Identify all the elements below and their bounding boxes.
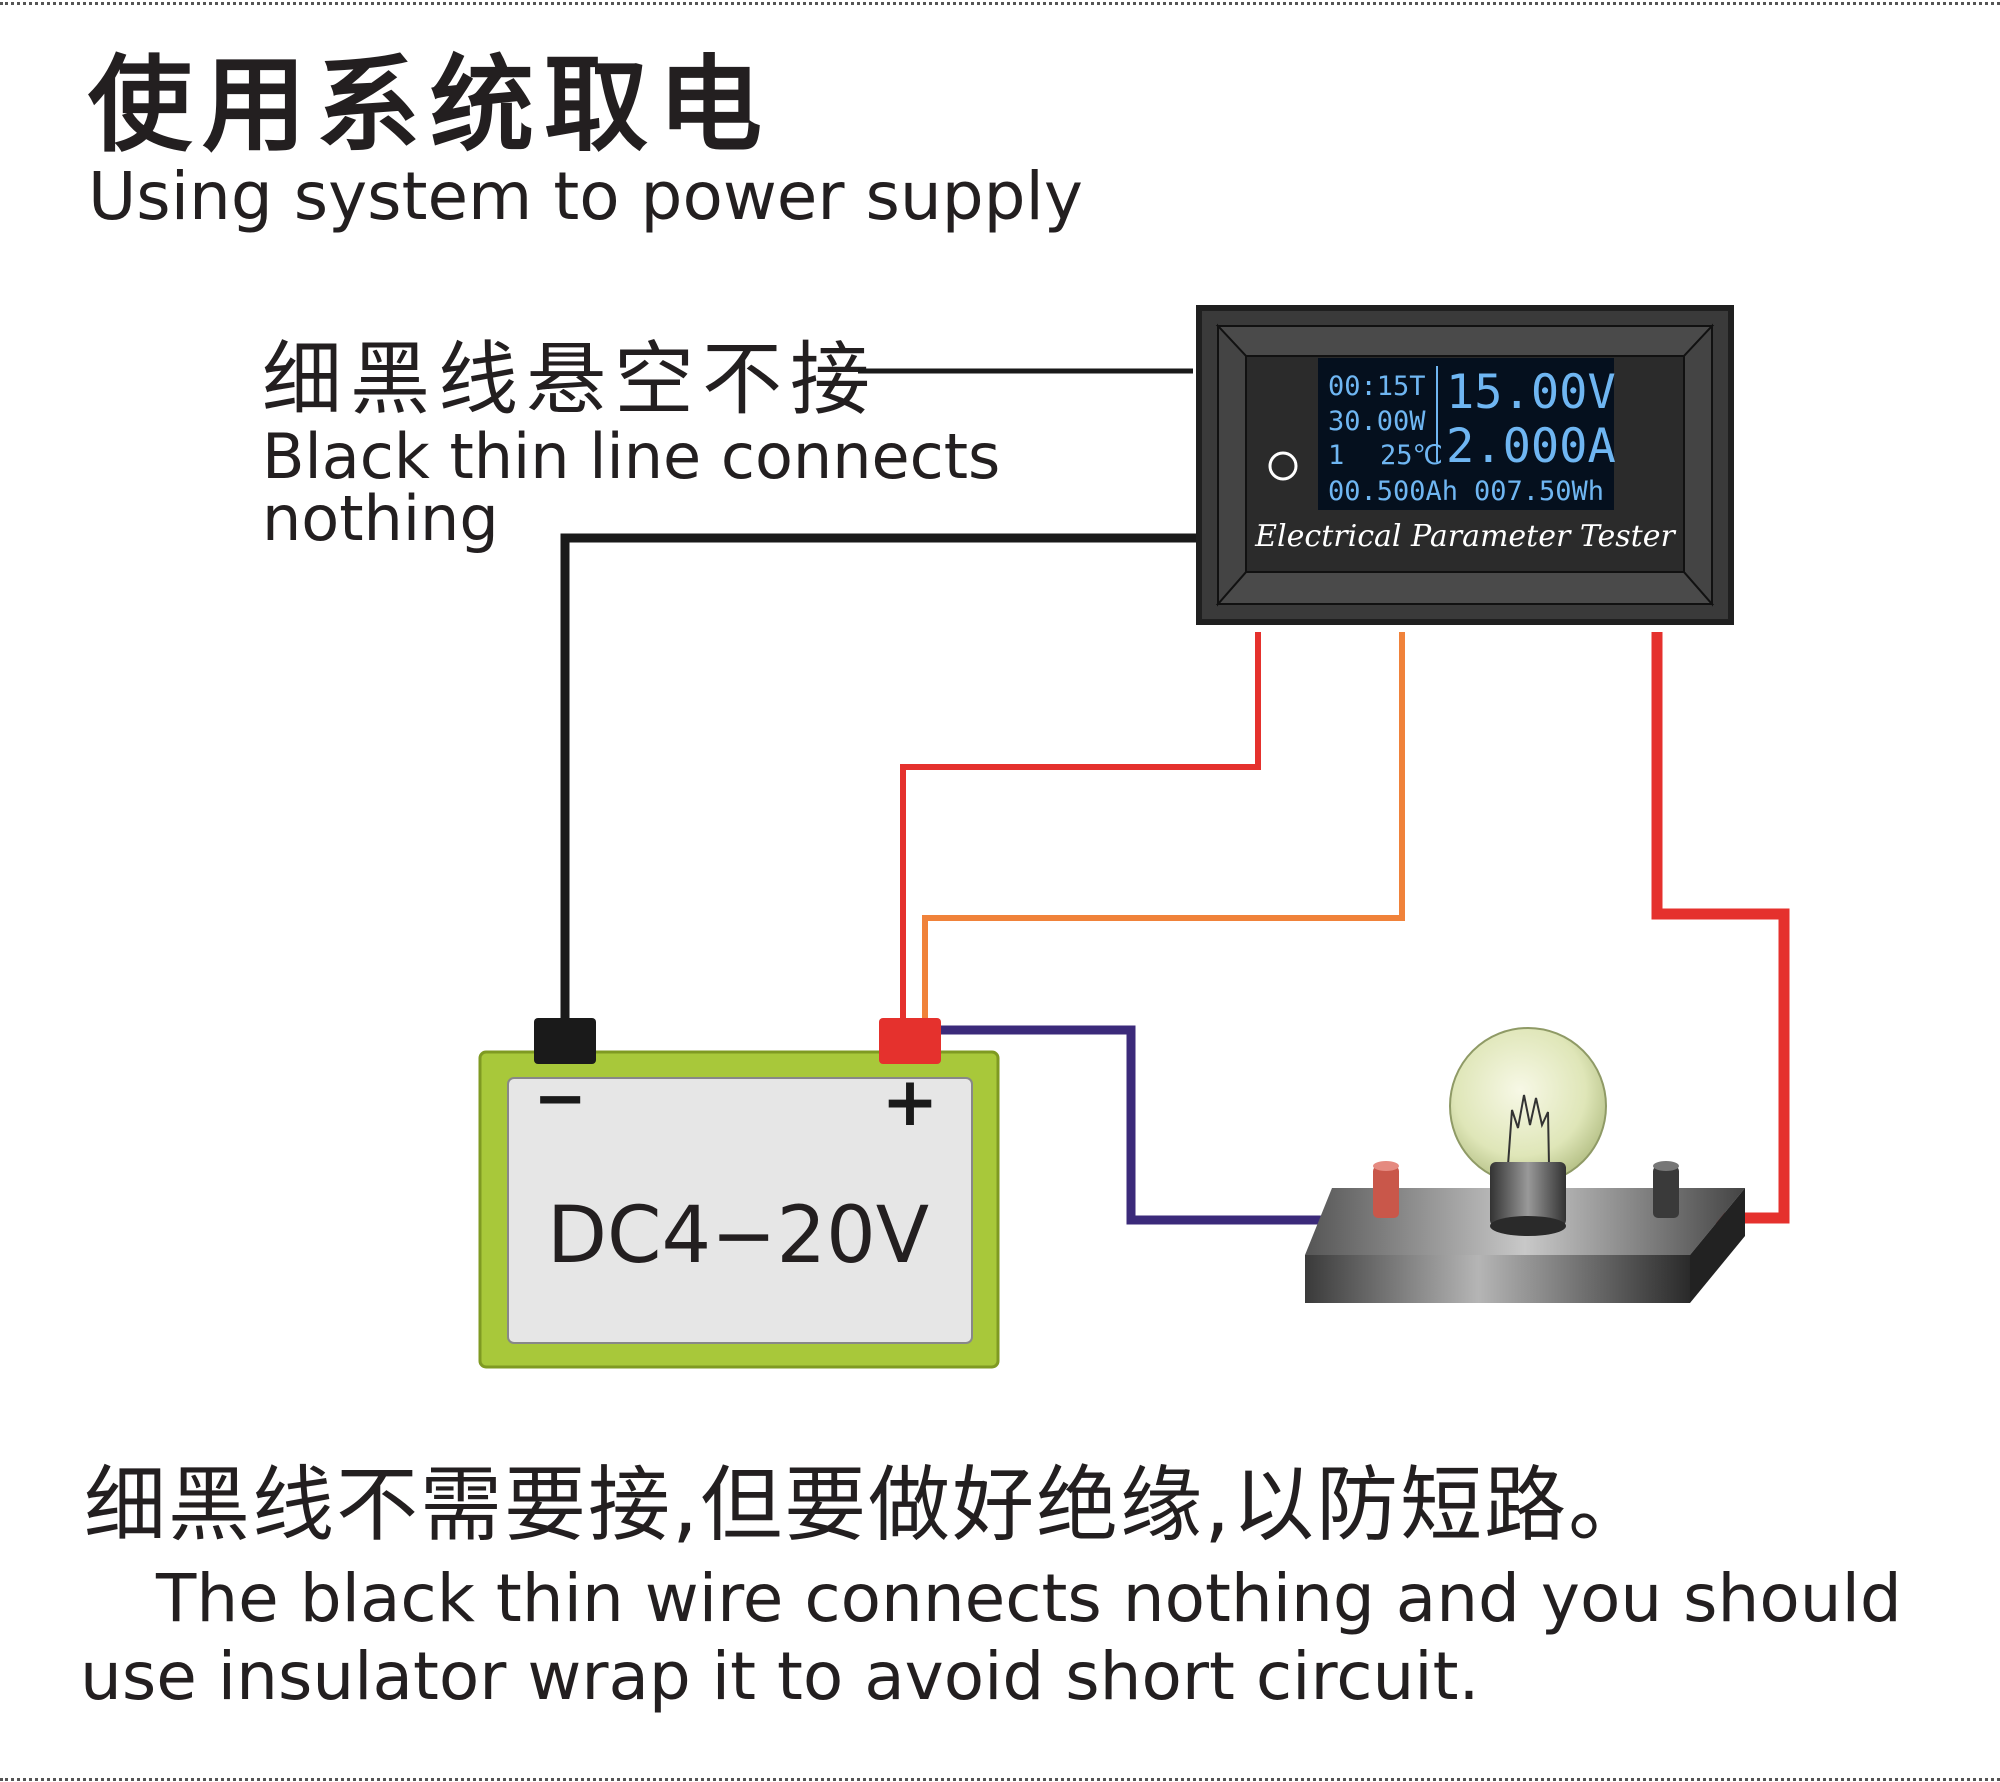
lcd-current: 2.000A — [1446, 419, 1616, 474]
lamp-red-terminal — [1373, 1166, 1399, 1218]
lcd-amp-hours: 00.500Ah — [1328, 476, 1458, 507]
tester-label: Electrical Parameter Tester — [1254, 519, 1676, 554]
title-chinese: 使用系统取电 — [88, 44, 773, 166]
note-english-line1: Black thin line connects — [262, 420, 1001, 493]
lcd-time: 00:15T — [1328, 371, 1426, 402]
red-wire-to-battery — [900, 632, 1261, 1022]
battery: − + DC4−20V — [478, 1018, 1000, 1369]
bottom-note-english-line2: use insulator wrap it to avoid short cir… — [80, 1638, 1480, 1715]
red-wire-to-lamp — [1651, 632, 1790, 1224]
lcd-index: 1 — [1328, 440, 1344, 471]
note-chinese: 细黑线悬空不接 — [262, 333, 878, 426]
orange-wire-to-battery — [922, 632, 1405, 1022]
bottom-note-english-line1: The black thin wire connects nothing and… — [156, 1560, 1902, 1637]
top-dotted-border — [0, 2, 2000, 5]
battery-negative-terminal — [534, 1018, 596, 1064]
lamp-black-terminal — [1653, 1166, 1679, 1218]
bottom-note-chinese: 细黑线不需要接,但要做好绝缘,以防短路。 — [84, 1458, 1653, 1553]
battery-positive-terminal — [879, 1018, 941, 1064]
title-english: Using system to power supply — [88, 158, 1083, 235]
lcd-temperature: 25℃ — [1380, 440, 1443, 471]
battery-minus-sign: − — [533, 1062, 587, 1136]
note-english-line2: nothing — [262, 482, 499, 555]
lcd-watt-hours: 007.50Wh — [1474, 476, 1604, 507]
battery-plus-sign: + — [882, 1063, 939, 1142]
light-bulb-icon — [1449, 1027, 1607, 1185]
lcd-power: 30.00W — [1328, 406, 1426, 437]
battery-voltage-label: DC4−20V — [547, 1191, 929, 1281]
black-thin-wire — [560, 533, 1196, 1020]
lamp-assembly — [1305, 1027, 1745, 1303]
bulb-socket — [1490, 1162, 1566, 1226]
lcd-voltage: 15.00V — [1446, 365, 1616, 420]
indicator-circle-icon — [1268, 451, 1298, 481]
purple-wire-to-lamp — [940, 1025, 1372, 1225]
bottom-dotted-border — [0, 1778, 2000, 1781]
lcd-screen — [1318, 358, 1614, 510]
electrical-parameter-tester: 00:15T 30.00W 1 25℃ 15.00V 2.000A 00.500… — [1196, 305, 1734, 625]
